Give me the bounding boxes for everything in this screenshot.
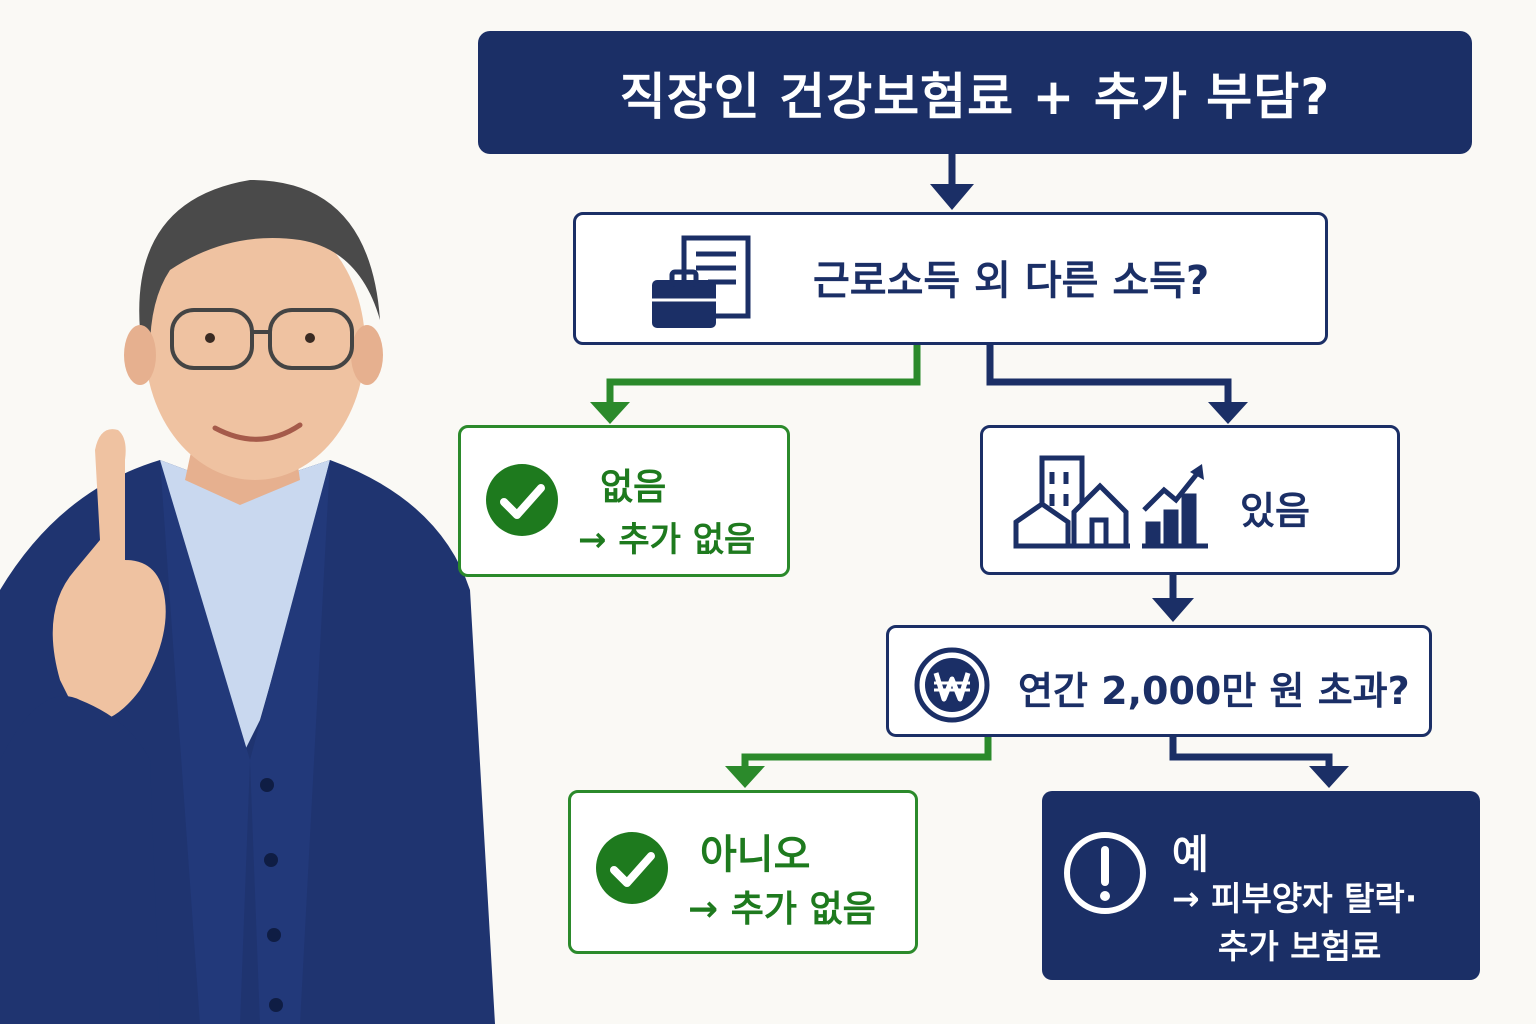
won-coin-icon <box>914 647 990 723</box>
connector-q1-no <box>606 345 921 408</box>
branch-some-label: 있음 <box>1240 489 1310 533</box>
glasses <box>170 308 354 370</box>
arrowhead <box>590 402 630 424</box>
arrowhead <box>725 766 765 788</box>
branch-yes-result-line2: 추가 보험료 <box>1218 927 1382 966</box>
connector-q2-no <box>741 737 992 772</box>
result-above-threshold <box>1042 791 1480 980</box>
title-banner: 직장인 건강보험료 + 추가 부담? <box>478 31 1472 154</box>
arrowhead <box>930 184 974 210</box>
branch-no-result: → 추가 없음 <box>688 889 876 930</box>
hair <box>139 180 380 350</box>
result-below-threshold <box>568 790 918 954</box>
branch-none-label: 없음 <box>600 467 667 508</box>
question1-text: 근로소득 외 다른 소득? <box>813 258 1210 304</box>
arrowhead <box>1208 402 1248 424</box>
buildings-chart-icon <box>1013 455 1208 549</box>
exclamation-icon <box>1064 832 1146 914</box>
branch-yes-result-line1: → 피부양자 탈락· <box>1172 879 1418 918</box>
shirt <box>160 460 330 760</box>
title: 직장인 건강보험료 + 추가 부담? <box>619 67 1331 126</box>
branch-none-result: → 추가 없음 <box>578 520 756 560</box>
check-icon <box>596 832 668 904</box>
face <box>145 210 365 480</box>
connector-q1-yes <box>986 345 1232 408</box>
connector-q2-yes <box>1169 737 1333 772</box>
raised-hand <box>52 429 166 722</box>
branch-no-label: 아니오 <box>700 832 811 878</box>
branch-yes-label: 예 <box>1172 832 1209 878</box>
person-illustration <box>0 180 495 1024</box>
question-over-threshold <box>886 625 1432 737</box>
arrowhead <box>1309 766 1349 788</box>
question2-text: 연간 2,000만 원 초과? <box>1018 669 1410 713</box>
arrowhead <box>1152 598 1194 622</box>
check-icon <box>486 464 558 536</box>
briefcase-document-icon <box>652 235 751 328</box>
